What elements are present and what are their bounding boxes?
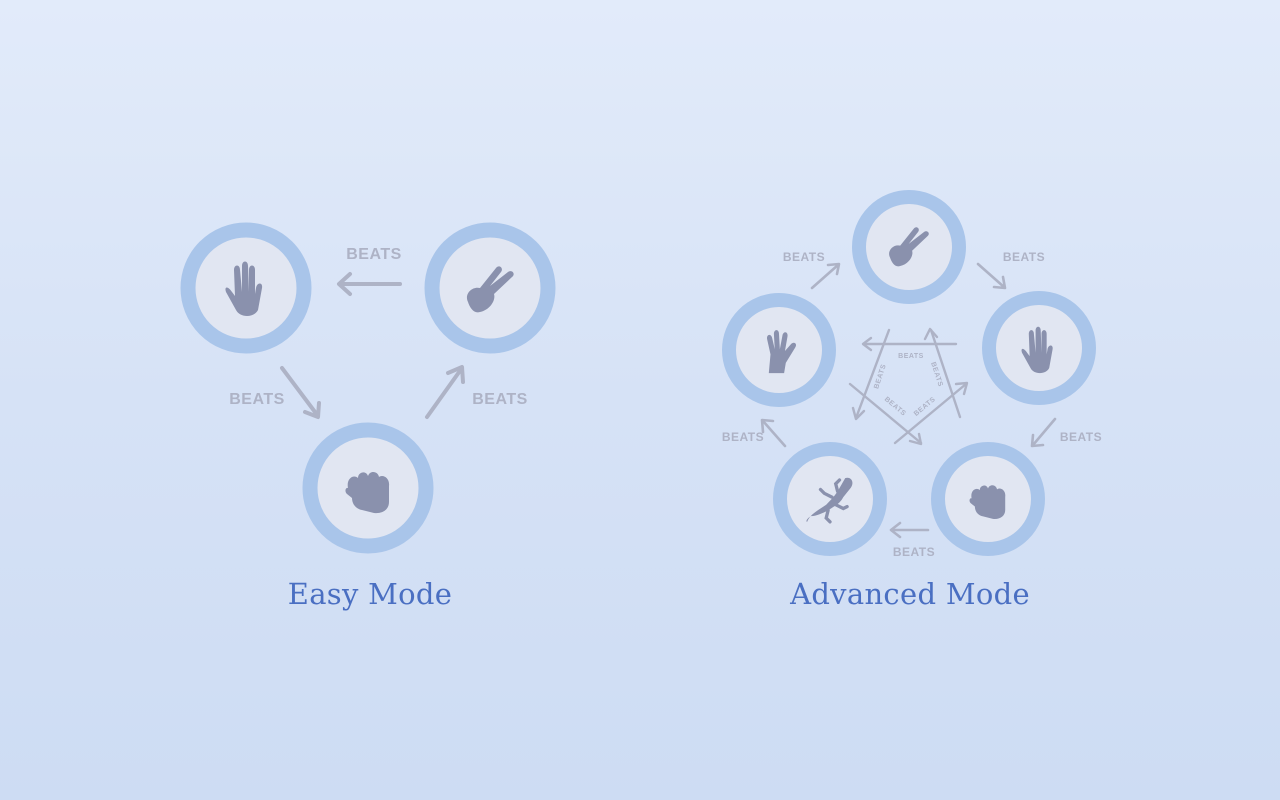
adv-arrow-paper-rock [1030,417,1057,448]
easy-mode-diagram: BEATS BEATS BEATS [180,222,556,554]
easy-arrow-scissors-paper [337,272,402,296]
beats-label: BEATS [472,391,528,408]
beats-label: BEATS [893,545,935,559]
advanced-mode-card[interactable]: BEATS BEATS BEATS BEATS BEATS BEATS BEAT… [700,175,1120,630]
beats-label: BEATS [1003,250,1045,264]
adv-choice-paper [982,291,1096,405]
adv-inner-star [848,327,969,446]
adv-arrow-lizard-spock [760,418,787,448]
easy-choice-rock [302,422,434,554]
beats-label: BEATS [783,250,825,264]
adv-arrow-rock-lizard [889,521,930,539]
advanced-mode-title: Advanced Mode [790,577,1030,611]
adv-arrow-spock-scissors [810,262,841,290]
beats-label: BEATS [722,430,764,444]
adv-choice-scissors [852,190,966,304]
beats-label: BEATS [1060,430,1102,444]
adv-choice-lizard [773,442,887,556]
advanced-mode-diagram: BEATS BEATS BEATS BEATS BEATS BEATS BEAT… [722,190,1102,559]
easy-choice-paper [180,222,312,354]
easy-mode-title: Easy Mode [287,577,453,611]
easy-arrow-paper-rock [280,366,321,419]
adv-choice-rock [931,442,1045,556]
adv-arrow-scissors-paper [976,262,1007,290]
beats-label: BEATS [229,391,285,408]
beats-label: BEATS [346,246,402,263]
easy-mode-card[interactable]: BEATS BEATS BEATS Easy Mode [160,200,580,630]
beats-label: BEATS [913,396,937,418]
adv-choice-spock [722,293,836,407]
easy-choice-scissors [424,222,556,354]
beats-label: BEATS [898,353,924,360]
easy-arrow-rock-scissors [425,365,465,419]
